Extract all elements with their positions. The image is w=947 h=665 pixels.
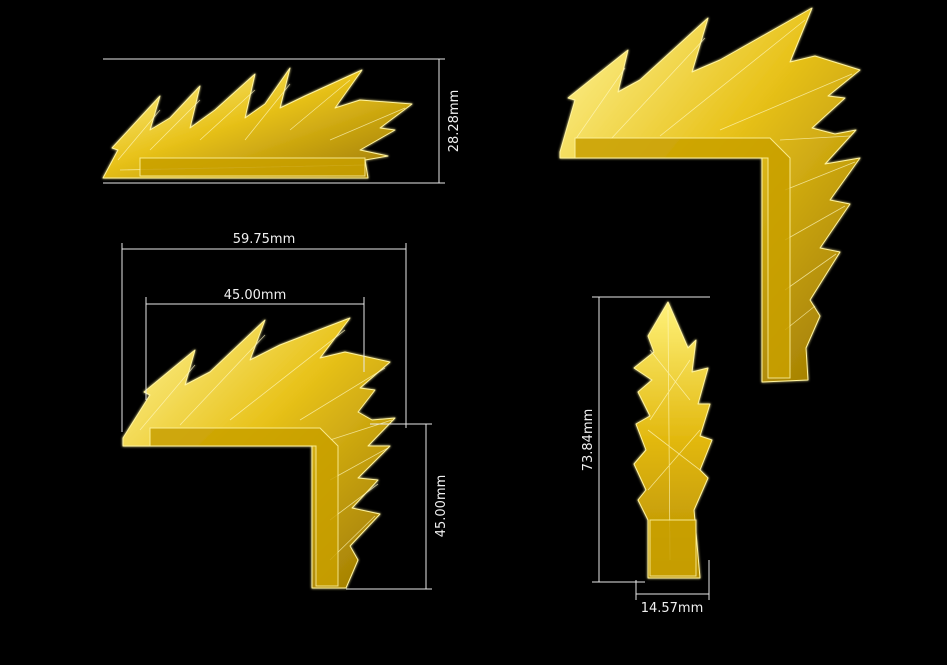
dimension-straight-height: 73.84mm <box>581 296 710 583</box>
flame-corner-left <box>122 317 396 589</box>
label-top-left-height: 28.28mm <box>447 90 462 153</box>
label-bottom-left-height: 45.00mm <box>434 475 449 538</box>
flame-straight <box>633 301 713 579</box>
label-straight-width: 14.57mm <box>641 601 704 616</box>
dimension-bottom-left-height: 45.00mm <box>346 423 449 590</box>
flame-strip-short <box>102 67 413 179</box>
label-straight-height: 73.84mm <box>581 409 596 472</box>
dimension-straight-width: 14.57mm <box>635 560 710 616</box>
label-outer-width: 59.75mm <box>233 232 296 247</box>
label-inner-width: 45.00mm <box>224 288 287 303</box>
dimension-top-left-height: 28.28mm <box>103 58 462 184</box>
flame-corner-right <box>559 7 861 383</box>
dimension-bottom-left-outer-width: 59.75mm <box>121 232 407 432</box>
dimension-bottom-left-inner-width: 45.00mm <box>145 288 365 400</box>
